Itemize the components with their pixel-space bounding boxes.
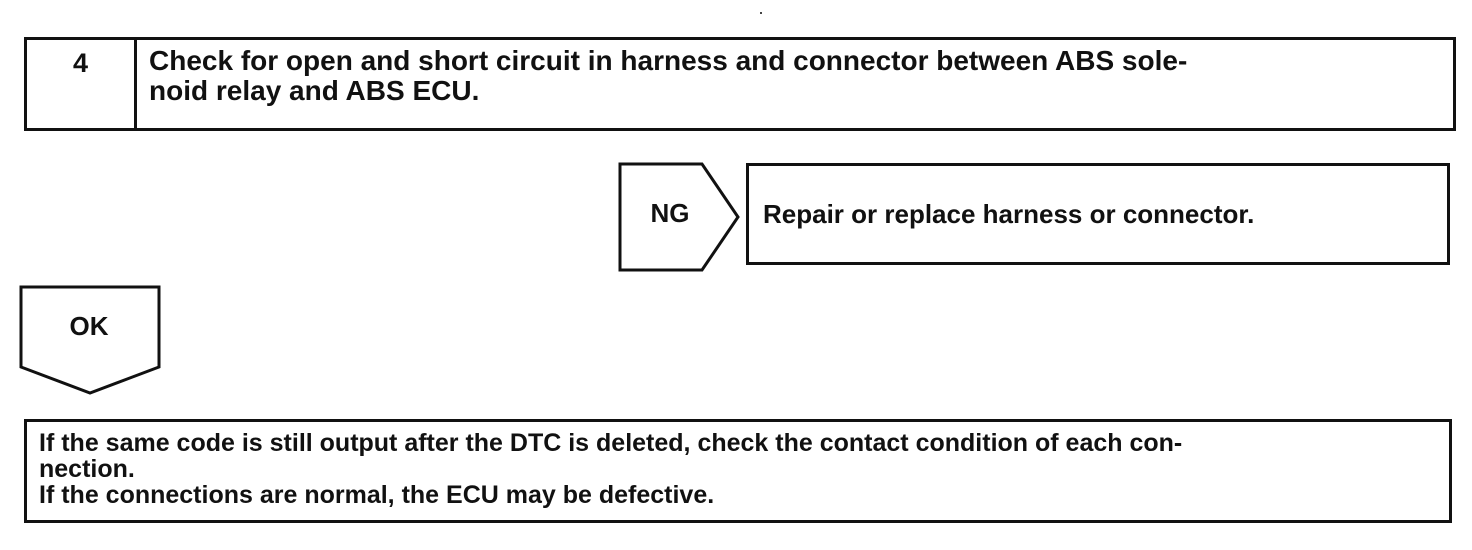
final-note-box: If the same code is still output after t… — [24, 419, 1452, 523]
step-number: 4 — [27, 40, 137, 128]
ng-result-text: Repair or replace harness or connector. — [763, 198, 1255, 229]
ng-label: NG — [650, 198, 690, 228]
ok-label: OK — [69, 311, 109, 341]
ok-arrow-shape — [19, 285, 161, 395]
step-box: 4 Check for open and short circuit in ha… — [24, 37, 1456, 131]
scan-speck — [760, 12, 762, 14]
ng-result-box: Repair or replace harness or connector. — [746, 163, 1450, 265]
ng-arrow-shape — [618, 162, 740, 272]
step-description: Check for open and short circuit in harn… — [149, 45, 1188, 106]
